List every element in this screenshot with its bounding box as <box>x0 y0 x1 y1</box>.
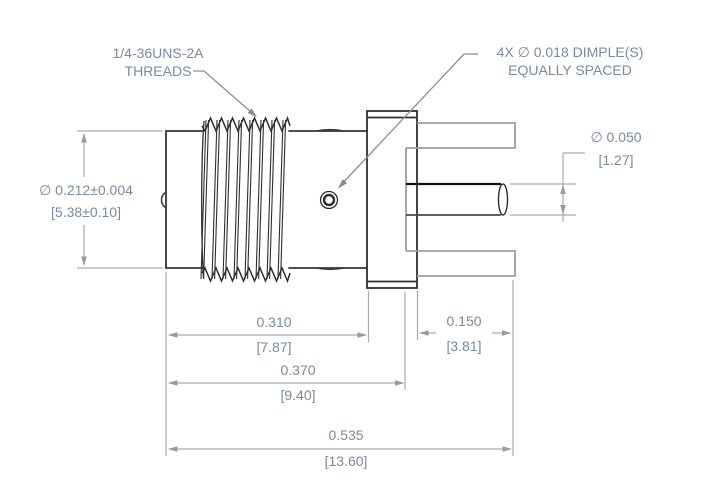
barrel-step-marks <box>315 128 345 271</box>
body-diameter-mm: [5.38±0.10] <box>51 204 121 220</box>
body-length-mm: [9.40] <box>280 387 316 403</box>
overall-length-dim: 0.535 [13.60] <box>325 422 368 474</box>
leg-length-dim: 0.150 [3.81] <box>446 309 481 359</box>
dimple <box>319 190 339 210</box>
center-pin <box>406 182 509 216</box>
flange <box>366 110 418 289</box>
bottom-extension-lines <box>165 272 514 456</box>
left-tab <box>160 191 167 209</box>
pin-diameter-mm: [1.27] <box>598 152 634 168</box>
arrow-0310-right <box>357 332 367 338</box>
thread-crests-top <box>201 115 291 133</box>
arrow-0535-right <box>502 446 512 452</box>
body-length-dim: 0.370 [9.40] <box>280 358 315 408</box>
overall-length-mm: [13.60] <box>324 453 368 469</box>
pin-rounded-tip <box>497 183 509 216</box>
top-leg <box>406 122 516 149</box>
arrow-0150-left <box>419 330 429 336</box>
thread-flanks <box>200 119 287 280</box>
arrow-0535-left <box>168 446 178 452</box>
pin-diameter-inch: ∅ 0.050 <box>590 129 642 145</box>
leader-arrowheads <box>247 108 347 189</box>
pin-dia-dim-line <box>562 152 585 222</box>
body-diameter-inch: ∅ 0.212±0.004 <box>39 182 133 198</box>
threads-callout-line2: THREADS <box>124 63 192 79</box>
thread-length-dim: 0.310 [7.87] <box>256 310 291 360</box>
body-length-inch: 0.370 <box>280 362 316 378</box>
bottom-leg <box>406 250 516 277</box>
threads-callout-line1: 1/4-36UNS-2A <box>112 45 204 61</box>
dimples-callout-line2: EQUALLY SPACED <box>508 62 632 78</box>
pin-diameter-dim: ∅ 0.050 [1.27] <box>590 126 641 172</box>
arrow-0370-left <box>168 380 178 386</box>
dimples-leader-arrow <box>338 179 347 189</box>
pin-dia-extension-lines <box>510 183 576 216</box>
dimples-callout: 4X ∅ 0.018 DIMPLE(S) EQUALLY SPACED <box>497 43 644 79</box>
arrow-pin-up <box>560 184 566 194</box>
connector-body-outline <box>160 128 368 271</box>
dimension-lines <box>77 130 585 456</box>
arrow-up <box>81 133 87 143</box>
dimples-callout-line1: 4X ∅ 0.018 DIMPLE(S) <box>496 44 644 60</box>
thread-length-mm: [7.87] <box>256 339 292 355</box>
overall-length-inch: 0.535 <box>328 427 364 443</box>
arrow-down <box>81 256 87 266</box>
thread-start-edge <box>201 120 205 279</box>
thread-length-inch: 0.310 <box>256 314 292 330</box>
leg-length-mm: [3.81] <box>446 338 482 354</box>
threads <box>200 115 291 284</box>
body-diameter-dim: ∅ 0.212±0.004 [5.38±0.10] <box>39 179 133 223</box>
threads-leader <box>193 70 256 116</box>
dimple-inner-circle <box>322 193 336 207</box>
dimension-arrowheads <box>81 133 566 452</box>
body-dia-extension-lines <box>77 130 163 269</box>
arrow-0370-right <box>395 380 405 386</box>
arrow-pin-down <box>560 205 566 215</box>
leg-length-inch: 0.150 <box>446 313 482 329</box>
left-collar <box>165 130 203 269</box>
leader-lines <box>193 53 478 188</box>
flange-body <box>366 110 418 289</box>
arrow-0150-right <box>502 330 512 336</box>
dimples-leader <box>338 53 478 188</box>
threads-callout: 1/4-36UNS-2A THREADS <box>112 44 203 80</box>
arrow-0310-left <box>168 332 178 338</box>
mounting-legs <box>405 122 516 277</box>
dimple-outer-circle <box>319 190 339 210</box>
threads-leader-arrow <box>247 108 257 118</box>
